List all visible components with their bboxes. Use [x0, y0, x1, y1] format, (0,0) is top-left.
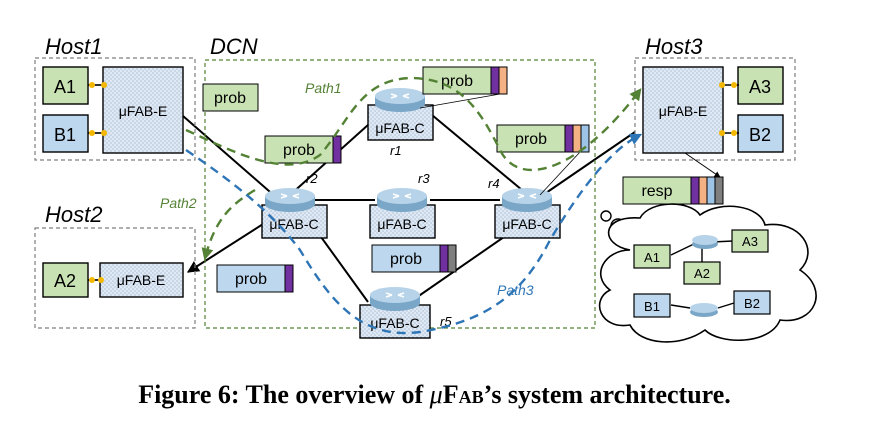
- host2-nic-label: μFAB-E: [117, 272, 166, 288]
- cloud-endpoint-b1-label: B1: [644, 299, 660, 314]
- packet-prob-host1: prob: [202, 83, 259, 112]
- cloud-endpoint-a2: [683, 261, 721, 285]
- switch-r5[interactable]: μFAB-C r5: [359, 286, 452, 339]
- path2: Path2: [160, 188, 256, 261]
- endpoint-b1-label: B1: [54, 125, 76, 145]
- cloud-endpoint-a3-label: A3: [742, 234, 758, 249]
- cloud-endpoint-b2-label: B2: [744, 296, 760, 311]
- endpoint-b2[interactable]: [737, 114, 784, 153]
- packet-label: prob: [441, 73, 473, 90]
- switch-icon: [376, 187, 428, 213]
- path1: Path1: [185, 76, 642, 172]
- dcn: DCN: [204, 34, 596, 329]
- cloud-endpoint-a2-label: A2: [694, 266, 710, 281]
- port-icon: [89, 82, 95, 88]
- switch-r1-label: μFAB-C: [375, 120, 424, 136]
- packet-label: prob: [283, 142, 315, 159]
- figure-caption: Figure 6: The overview of μFab’s system …: [0, 380, 869, 410]
- packet-prob-r5: prob: [371, 244, 457, 273]
- caption-fab: Fab: [442, 380, 484, 409]
- path1-label: Path1: [305, 80, 342, 96]
- router-r2-id: r2: [306, 171, 318, 186]
- host1-nic-label: μFAB-E: [119, 103, 168, 119]
- path3-label: Path3: [497, 282, 534, 298]
- switch-r2[interactable]: μFAB-C r2: [261, 171, 328, 239]
- endpoint-a2-label: A2: [54, 271, 76, 291]
- endpoint-a3[interactable]: [737, 66, 784, 105]
- caption-prefix: Figure 6: The overview of: [138, 380, 430, 409]
- packet-prob-r2-blue: prob: [216, 264, 294, 293]
- caption-suffix: ’s system architecture.: [483, 380, 731, 409]
- port-icon: [98, 277, 104, 283]
- port-icon: [101, 82, 107, 88]
- host2: Host2 A2 μFAB-E: [34, 202, 196, 329]
- packet-prob-r1: prob: [422, 66, 508, 95]
- host1-title: Host1: [45, 34, 102, 59]
- switch-r2-label: μFAB-C: [269, 216, 318, 232]
- cloud-endpoint-a1: [633, 244, 671, 269]
- switch-icon: [501, 187, 553, 213]
- router-icon: [692, 235, 718, 249]
- port-icon: [101, 130, 107, 136]
- packet-prob-r2: prob: [264, 135, 342, 164]
- packet-resp: resp: [622, 176, 724, 205]
- cloud-endpoint-a3: [731, 229, 769, 253]
- path2-label: Path2: [160, 195, 197, 211]
- router-r1-id: r1: [390, 143, 402, 158]
- cloud-endpoint-b2: [733, 290, 771, 315]
- port-icon: [731, 130, 737, 136]
- packet-label: prob: [214, 90, 246, 107]
- switch-r1[interactable]: μFAB-C r1: [367, 87, 434, 158]
- endpoint-b2-label: B2: [749, 125, 771, 145]
- switch-icon: [264, 187, 316, 213]
- port-icon: [719, 82, 725, 88]
- router-icon: [690, 303, 718, 317]
- dcn-title: DCN: [210, 34, 258, 59]
- host3-title: Host3: [645, 34, 703, 59]
- switch-icon: [369, 286, 421, 312]
- switch-r3[interactable]: μFAB-C r3: [369, 171, 436, 239]
- host1: Host1 A1 B1 μFAB-E: [34, 34, 196, 161]
- packet-prob-r4: prob: [496, 124, 590, 153]
- host1-nic[interactable]: [102, 66, 184, 154]
- port-icon: [731, 82, 737, 88]
- port-icon: [89, 277, 95, 283]
- packet-label: prob: [235, 271, 267, 288]
- switch-icon: [374, 87, 426, 113]
- host3: Host3 μFAB-E A3 B2: [634, 34, 796, 161]
- switch-r3-label: μFAB-C: [377, 216, 426, 232]
- host3-nic-label: μFAB-E: [659, 103, 708, 119]
- packet-label: prob: [515, 131, 547, 148]
- host2-title: Host2: [45, 202, 102, 227]
- packet-label: prob: [390, 251, 422, 268]
- host3-nic[interactable]: [642, 66, 724, 154]
- packet-label: resp: [641, 183, 672, 200]
- switch-r5-label: μFAB-C: [370, 315, 419, 331]
- switch-r4-label: μFAB-C: [502, 216, 551, 232]
- host2-nic[interactable]: [99, 262, 184, 298]
- caption-mu: μ: [429, 380, 443, 409]
- endpoint-b1[interactable]: [42, 114, 89, 153]
- endpoint-a3-label: A3: [749, 77, 771, 97]
- port-icon: [89, 130, 95, 136]
- cloud-endpoint-b1: [633, 293, 671, 318]
- port-icon: [719, 130, 725, 136]
- cloud-endpoint-a1-label: A1: [644, 250, 660, 265]
- endpoint-a1-label: A1: [54, 77, 76, 97]
- logical-network-cloud: A1 A2 A3 B1 B2: [598, 203, 817, 343]
- path3: Path3: [185, 133, 643, 335]
- router-r3-id: r3: [418, 171, 430, 186]
- router-r4-id: r4: [488, 176, 500, 191]
